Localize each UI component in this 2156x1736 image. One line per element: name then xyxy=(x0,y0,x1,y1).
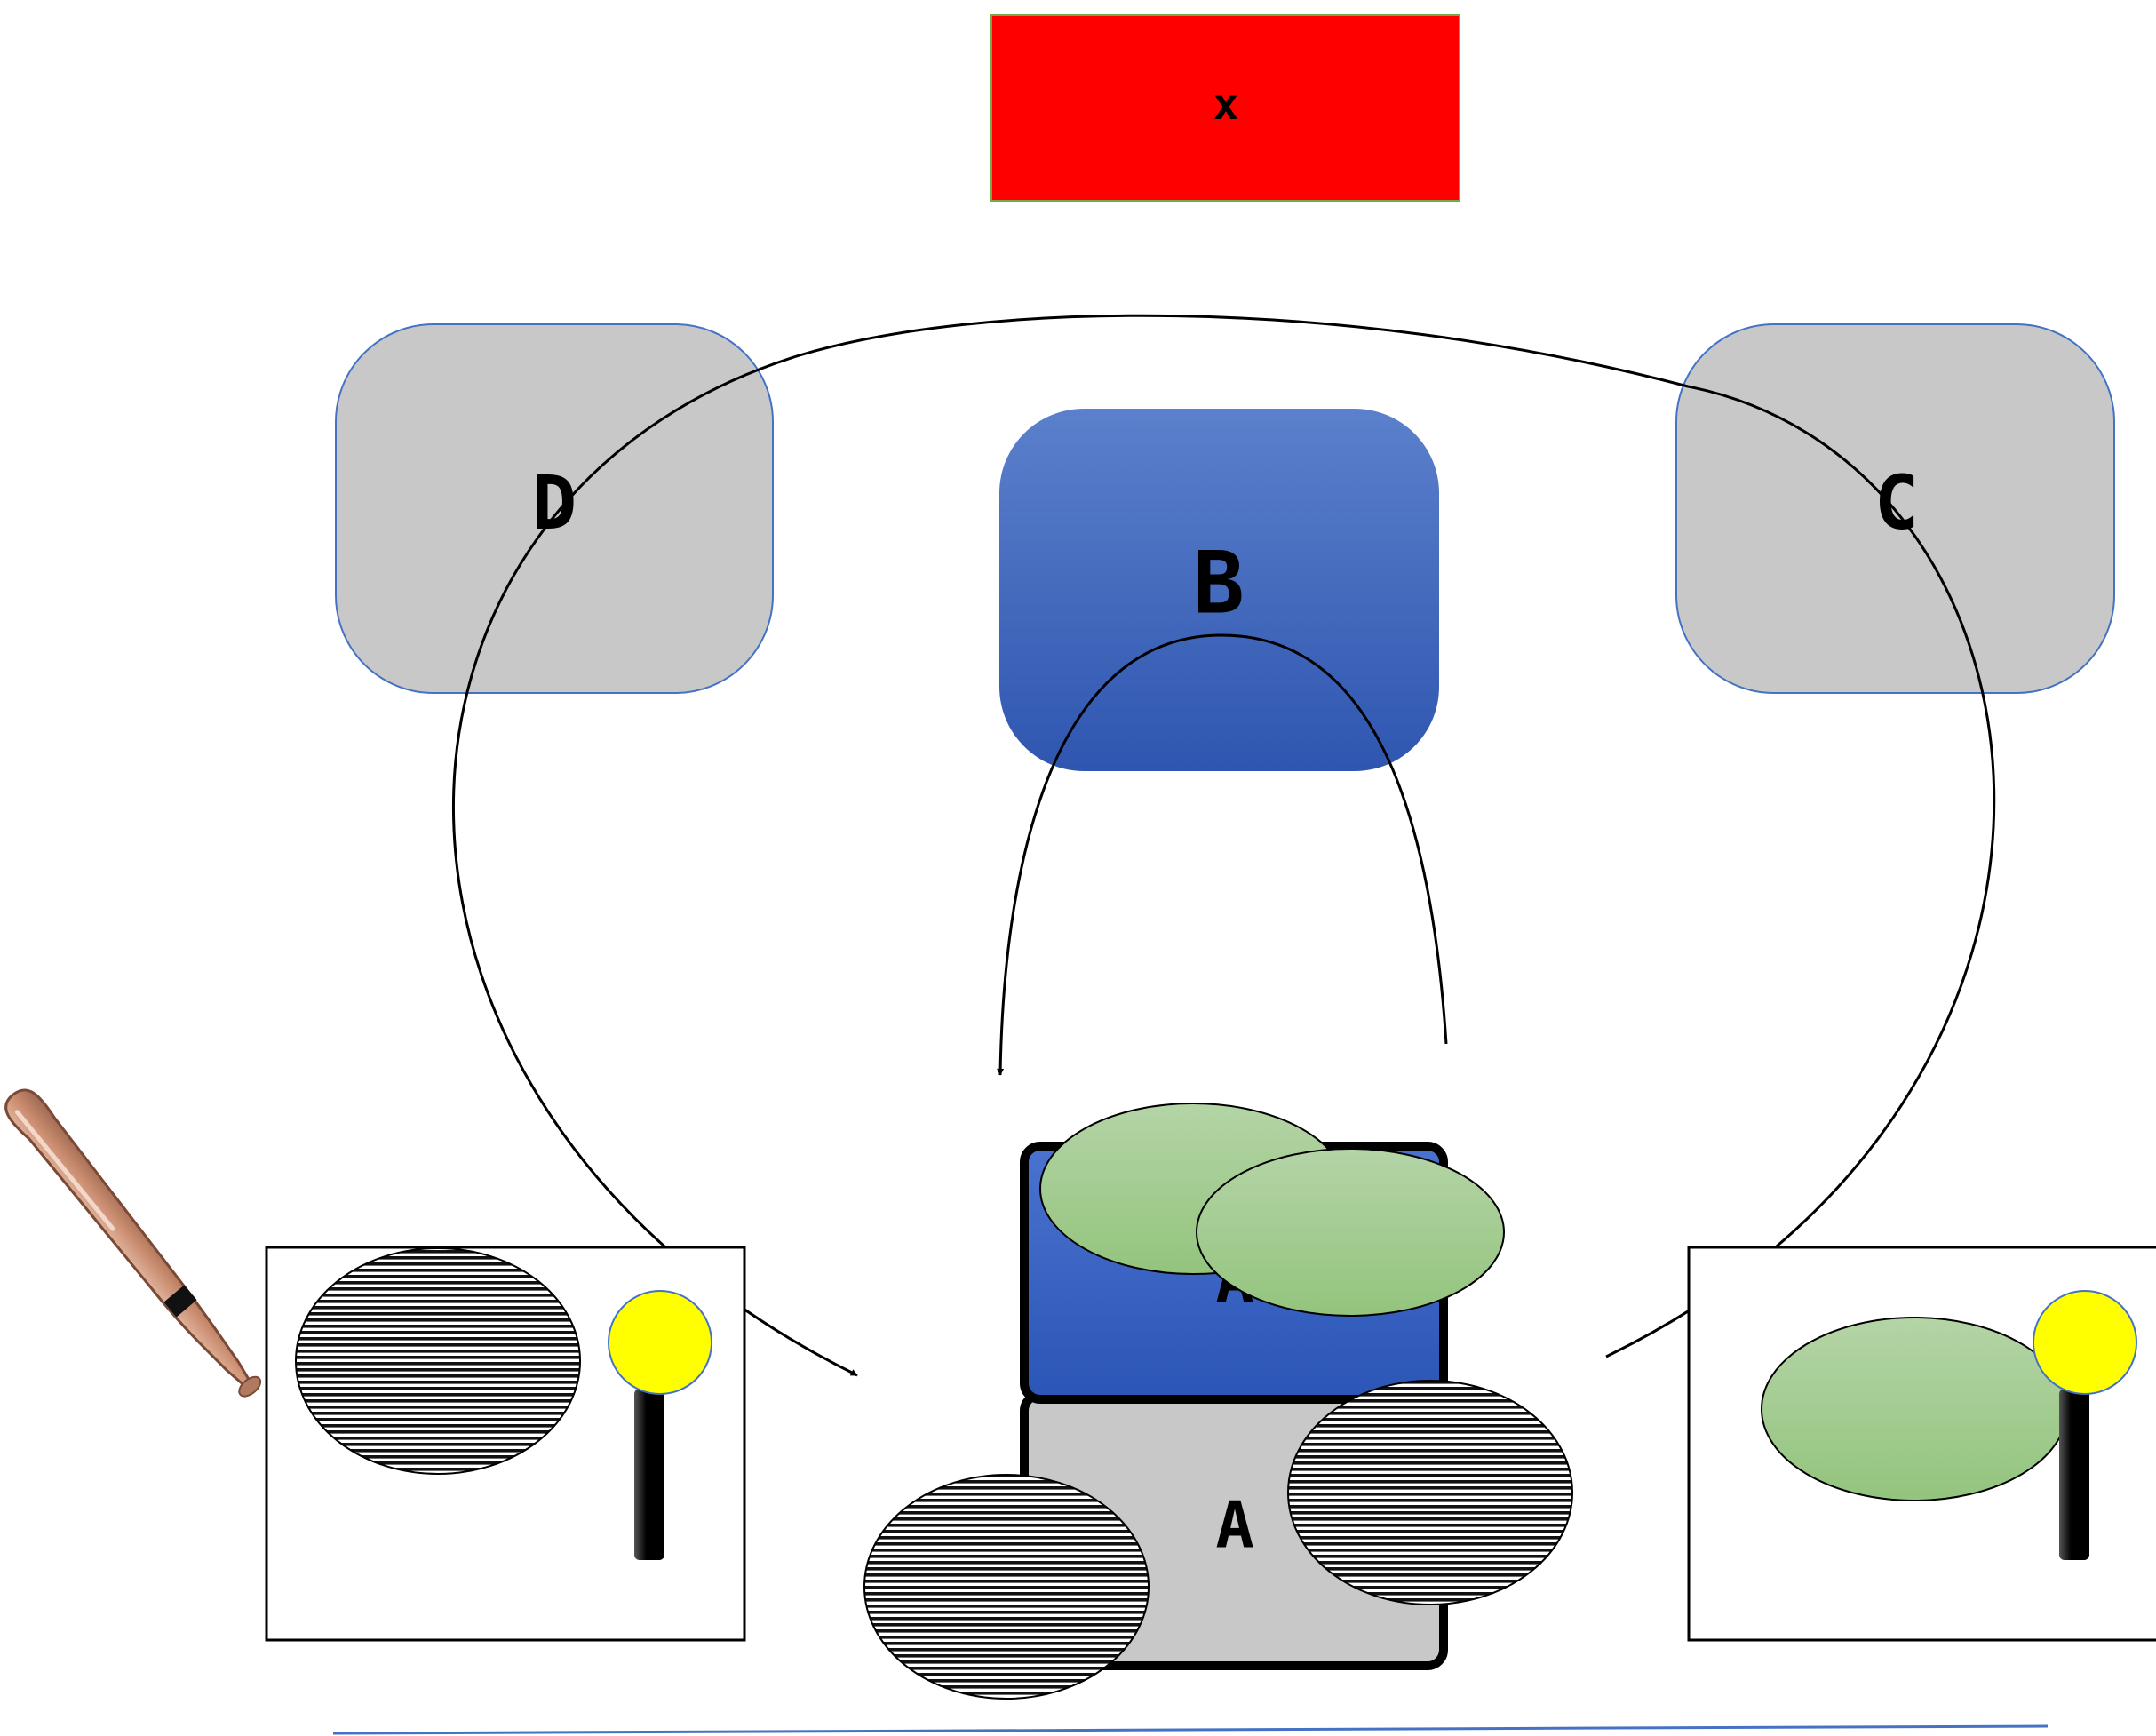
green-ellipse xyxy=(1761,1317,2068,1501)
x-box: x xyxy=(990,14,1460,202)
node-b-label: B xyxy=(1193,533,1245,633)
node-a-bottom-label: A xyxy=(1215,1488,1253,1563)
striped-ellipse xyxy=(1287,1380,1573,1605)
node-b: B xyxy=(999,409,1439,771)
tee-ball-icon xyxy=(608,1290,712,1560)
striped-ellipse xyxy=(295,1247,581,1475)
node-d-label: D xyxy=(532,459,577,546)
large-loop-arrow xyxy=(452,314,1996,1377)
baseball-bat-icon xyxy=(4,1088,262,1398)
green-ellipse xyxy=(1196,1148,1505,1317)
x-box-label: x xyxy=(1213,80,1239,130)
striped-ellipse xyxy=(863,1474,1150,1700)
left-scene-box xyxy=(265,1246,746,1642)
small-loop-arrow xyxy=(997,633,1448,1076)
tee-ball-icon xyxy=(2033,1290,2137,1560)
baseline xyxy=(332,1724,2049,1735)
right-scene-box xyxy=(1687,1246,2156,1642)
node-d: D xyxy=(335,323,774,694)
